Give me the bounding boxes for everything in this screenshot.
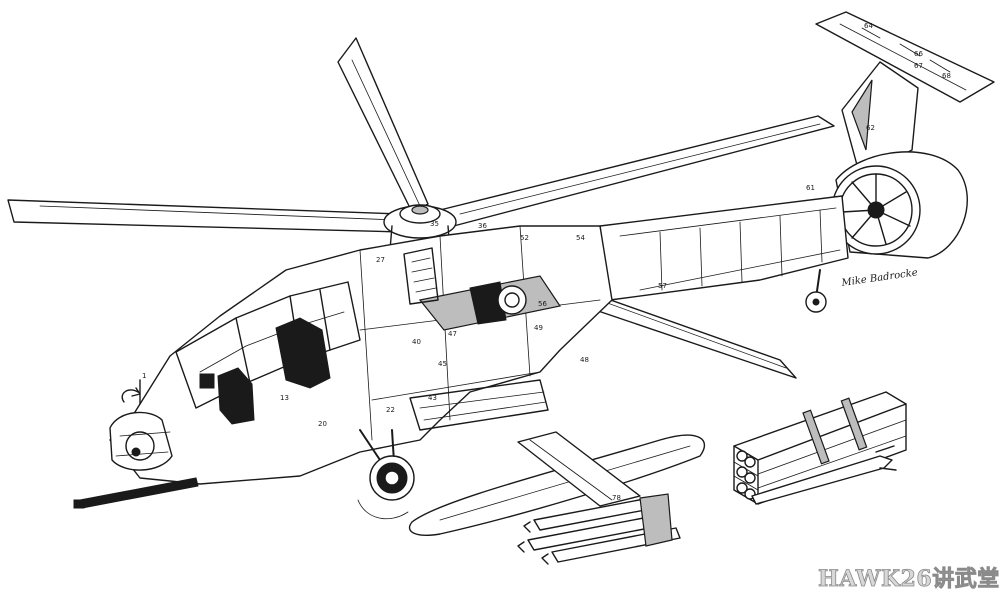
callout-36: 36 (478, 222, 487, 230)
pilot-seat-front (217, 367, 255, 425)
fuselage (73, 225, 613, 509)
rocket-pod-group (733, 391, 907, 505)
stub-wing (517, 431, 641, 507)
rotor-blade-top (337, 37, 429, 213)
callout-56: 56 (538, 300, 547, 308)
callout-20: 20 (318, 420, 327, 428)
callout-62: 62 (866, 124, 875, 132)
callout-67: 67 (914, 62, 923, 70)
callout-27: 27 (376, 256, 385, 264)
callout-40: 40 (412, 338, 421, 346)
callout-61: 61 (806, 184, 815, 192)
callout-54: 54 (576, 234, 585, 242)
callout-78: 78 (612, 494, 621, 502)
callout-49: 49 (534, 324, 543, 332)
missile-cluster (517, 493, 681, 565)
callout-66: 66 (914, 50, 923, 58)
main-landing-gear (357, 429, 415, 520)
callout-57: 57 (658, 282, 667, 290)
callout-5: 5 (240, 394, 244, 402)
weapons-bay (409, 379, 549, 431)
callout-22: 22 (386, 406, 395, 414)
pilot-seat-rear (275, 317, 331, 389)
callout-45: 45 (438, 360, 447, 368)
nose-gun-barrel (79, 477, 199, 509)
external-fuel-tank (408, 431, 706, 536)
callout-1: 1 (142, 372, 146, 380)
callout-43: 43 (428, 394, 437, 402)
callout-47: 47 (448, 330, 457, 338)
callout-35: 35 (430, 220, 439, 228)
callout-labels: 1 3 5 13 16 20 22 27 35 36 40 43 45 47 4… (142, 22, 951, 502)
fan-hub (867, 201, 885, 219)
callout-16: 16 (290, 354, 299, 362)
rotor-blade-left (7, 199, 403, 233)
single-rocket (751, 455, 893, 505)
artist-signature: Mike Badrocke (840, 267, 919, 289)
callout-48: 48 (580, 356, 589, 364)
watermark-text: HAWK26讲武堂 (818, 566, 1000, 592)
callout-3: 3 (204, 378, 208, 386)
nose-sensor-turret (109, 411, 173, 471)
callout-52: 52 (520, 234, 529, 242)
callout-64: 64 (864, 22, 873, 30)
callout-13: 13 (280, 394, 289, 402)
callout-68: 68 (942, 72, 951, 80)
